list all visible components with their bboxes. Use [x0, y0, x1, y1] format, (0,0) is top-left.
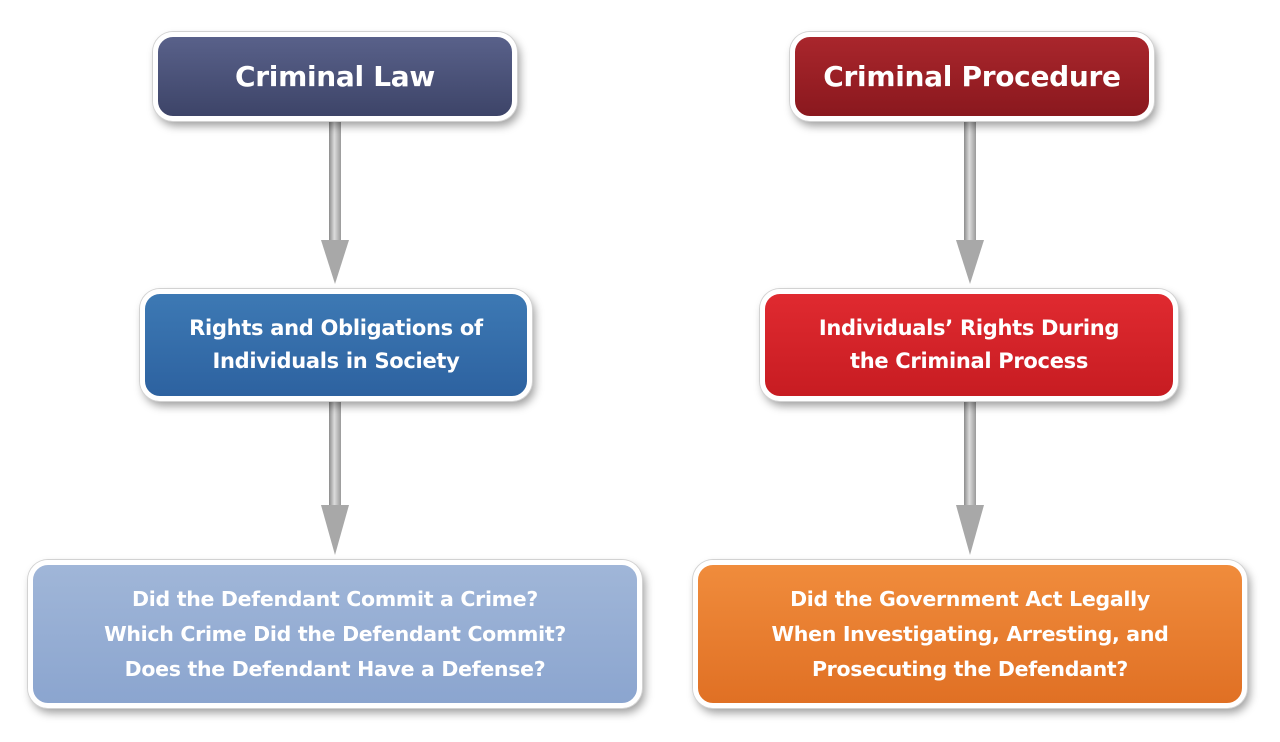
criminal-procedure-box: Criminal Procedure	[790, 32, 1154, 121]
individuals-rights-box: Individuals’ Rights During the Criminal …	[760, 289, 1178, 401]
arrow-criminal-procedure-to-rights	[956, 121, 984, 284]
criminal-procedure-questions-text: Did the Government Act Legally When Inve…	[771, 586, 1169, 681]
arrow-rights-to-law-questions	[321, 401, 349, 555]
criminal-procedure-title: Criminal Procedure	[823, 59, 1121, 93]
criminal-law-questions-box: Did the Defendant Commit a Crime? Which …	[28, 560, 642, 708]
rights-obligations-box: Rights and Obligations of Individuals in…	[140, 289, 532, 401]
criminal-procedure-questions-box: Did the Government Act Legally When Inve…	[693, 560, 1247, 708]
criminal-law-box: Criminal Law	[153, 32, 517, 121]
rights-obligations-text: Rights and Obligations of Individuals in…	[189, 316, 483, 373]
criminal-law-title: Criminal Law	[235, 59, 435, 93]
individuals-rights-text: Individuals’ Rights During the Criminal …	[818, 316, 1120, 373]
arrow-rights-to-procedure-questions	[956, 401, 984, 555]
arrow-criminal-law-to-rights	[321, 121, 349, 284]
criminal-law-questions-text: Did the Defendant Commit a Crime? Which …	[104, 586, 566, 681]
